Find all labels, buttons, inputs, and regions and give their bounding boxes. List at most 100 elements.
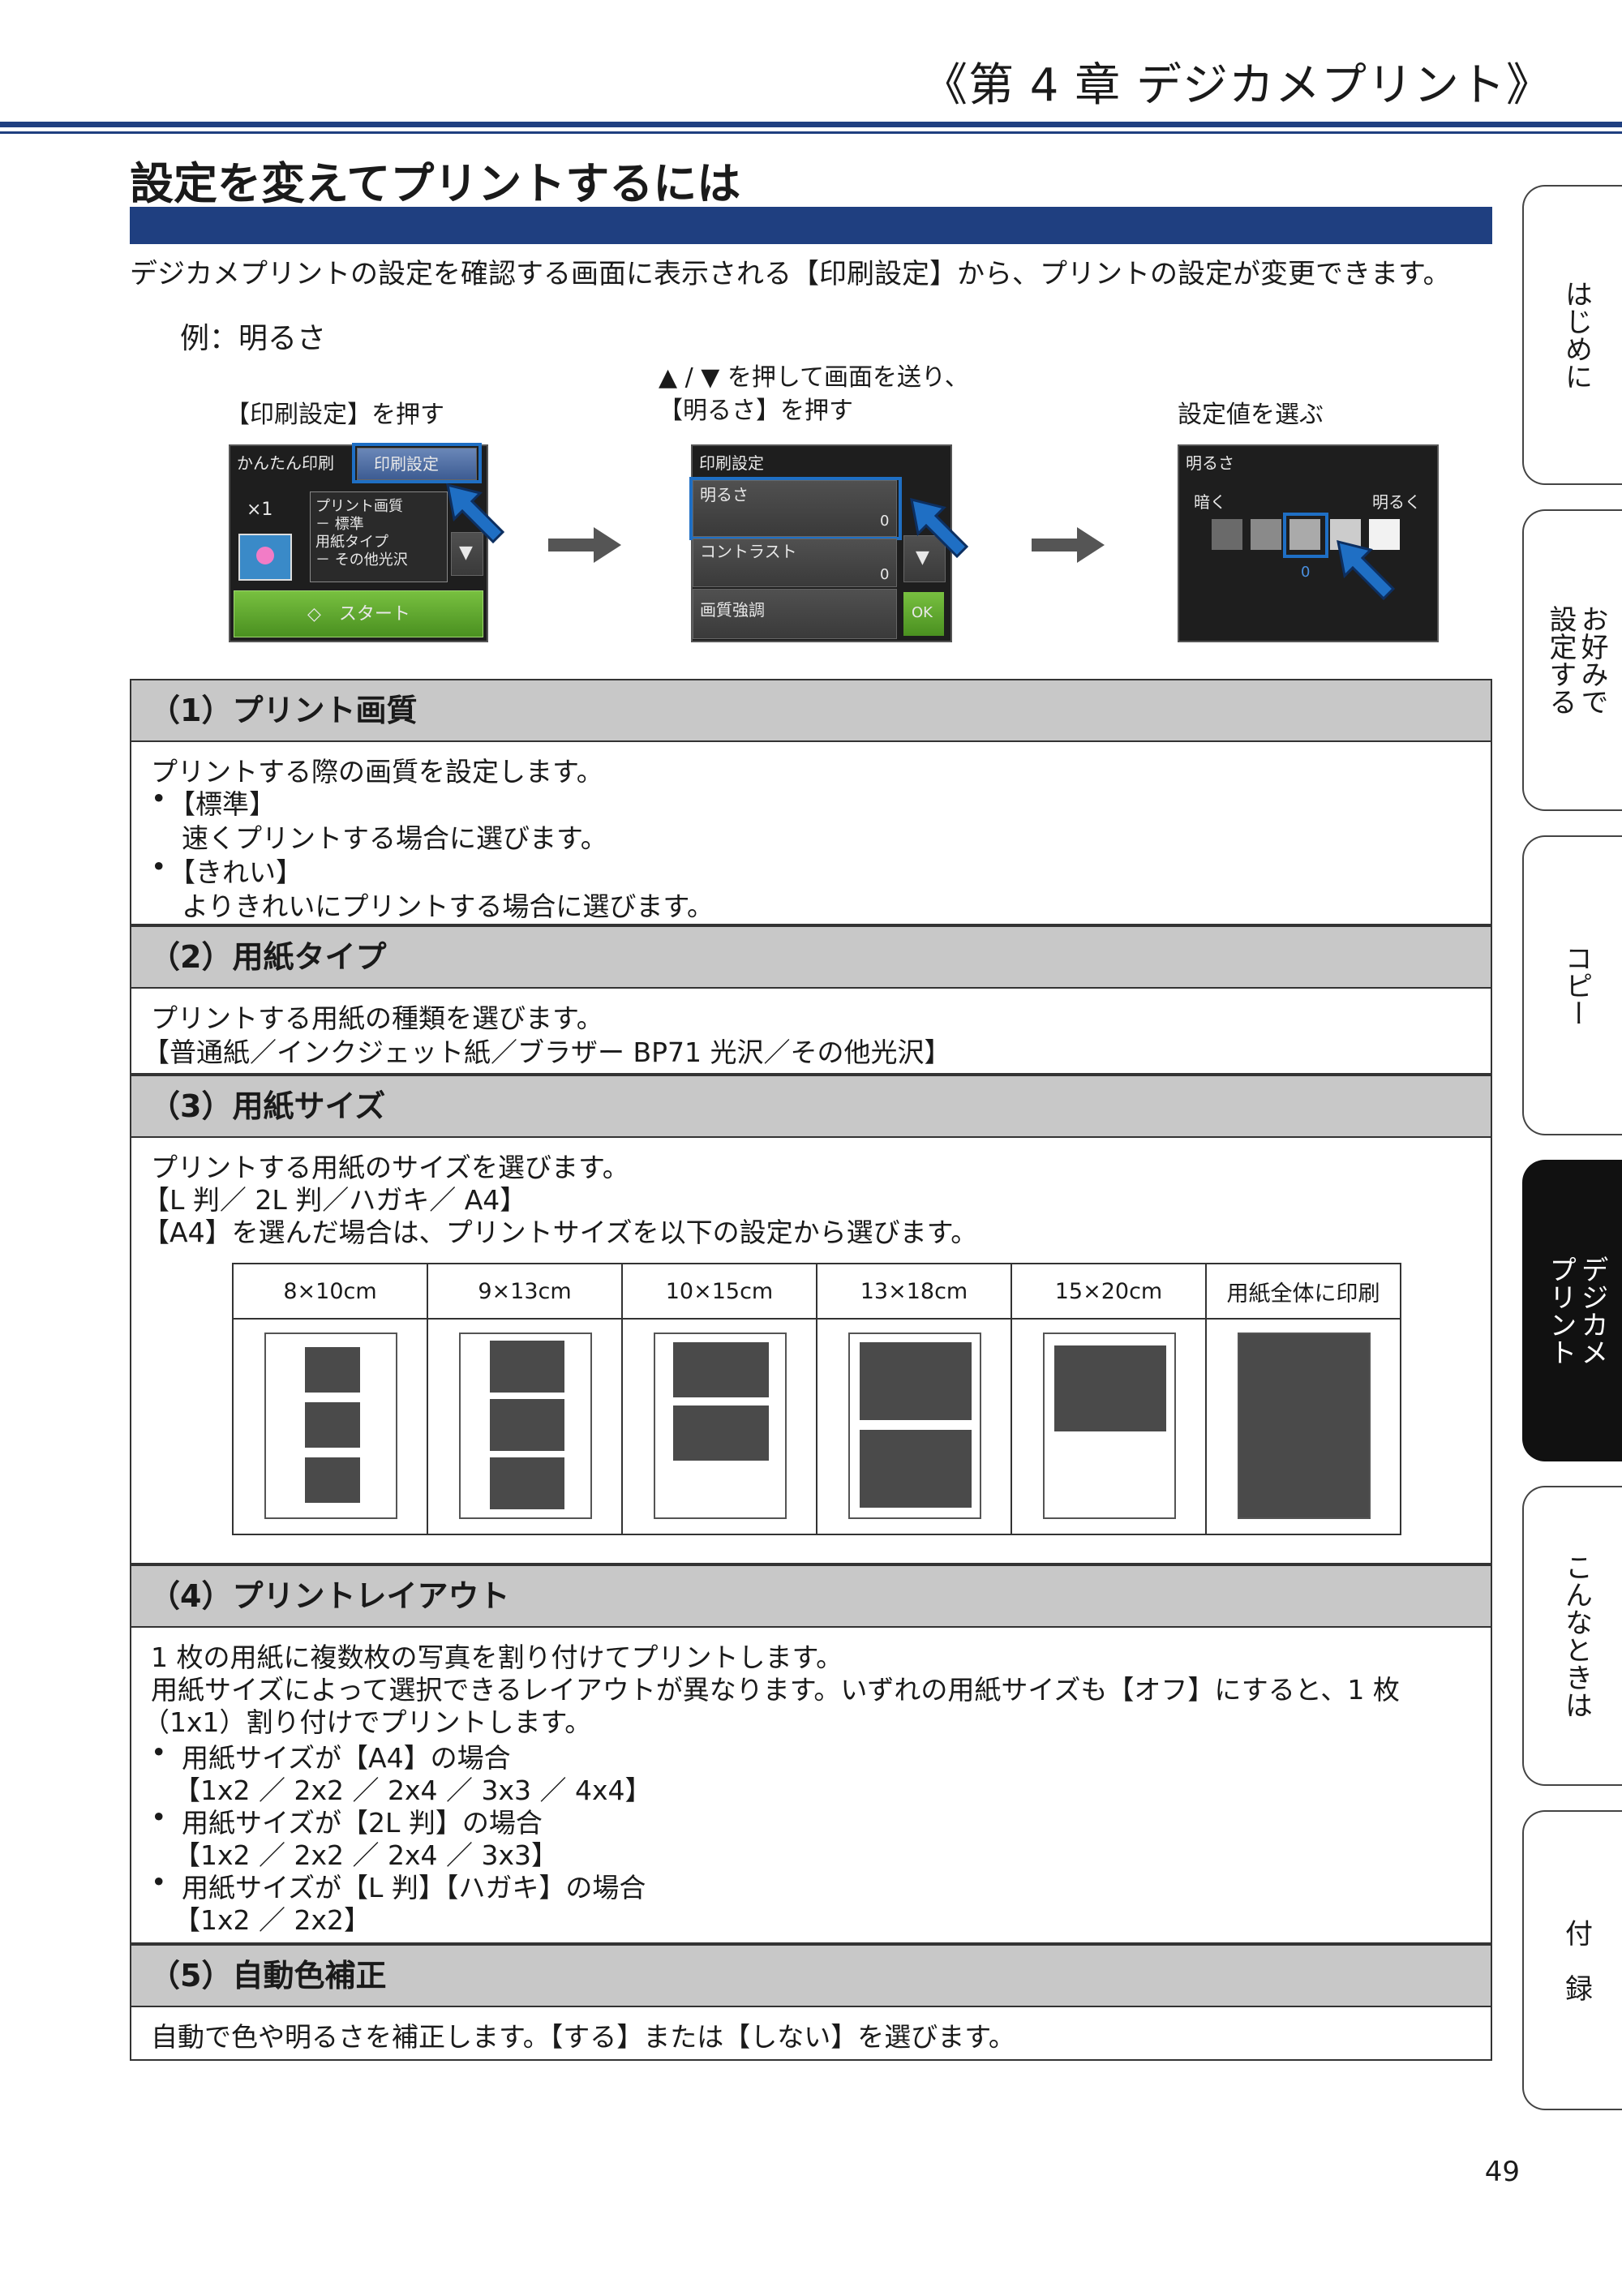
brightness-value: 0 bbox=[880, 513, 890, 530]
print-settings-button[interactable]: 印刷設定 bbox=[357, 448, 477, 480]
option-list: 【1x2 ／ 2x2】 bbox=[174, 1904, 371, 1936]
start-button[interactable]: ◇ スタート bbox=[234, 590, 483, 637]
option-label: 【きれい】 bbox=[169, 856, 303, 888]
layout-cell bbox=[1205, 1318, 1401, 1535]
paper-sheet bbox=[848, 1333, 981, 1519]
option-list: 【L 判／ 2L 判／ハガキ／ A4】 bbox=[143, 1184, 527, 1216]
tab-introduction[interactable]: はじめに bbox=[1522, 185, 1622, 485]
body-text: （1x1）割り付けでプリントします。 bbox=[143, 1706, 592, 1738]
bullet-dot: • bbox=[151, 1736, 167, 1768]
level-box[interactable] bbox=[1212, 519, 1242, 550]
step2-caption-line1: ▲ / ▼ を押して画面を送り、 bbox=[659, 363, 969, 392]
contrast-row[interactable]: コントラスト 0 bbox=[693, 539, 897, 587]
size-header: 9×13cm bbox=[427, 1263, 623, 1320]
section-heading-text: （2）用紙タイプ bbox=[149, 939, 387, 975]
chapter-title: 《第 4 章 デジカメプリント》 bbox=[921, 59, 1552, 112]
option-list: 【1x2 ／ 2x2 ／ 2x4 ／ 3x3 ／ 4x4】 bbox=[174, 1775, 652, 1806]
flow-arrow-icon bbox=[548, 527, 621, 563]
highlight-box bbox=[352, 443, 482, 483]
layout-cell bbox=[1011, 1318, 1207, 1535]
layout-cell bbox=[816, 1318, 1012, 1535]
step2-caption: ▲ / ▼ を押して画面を送り、 【明るさ】を押す bbox=[659, 362, 969, 427]
option-label: 用紙サイズが【2L 判】の場合 bbox=[182, 1807, 543, 1839]
intro-text: デジカメプリントの設定を確認する画面に表示される【印刷設定】から、プリントの設定… bbox=[130, 258, 1451, 290]
print-settings-label: 印刷設定 bbox=[374, 454, 439, 474]
section-heading-text: （1）プリント画質 bbox=[149, 693, 418, 728]
paper-sheet bbox=[654, 1333, 787, 1519]
photo-block bbox=[673, 1342, 769, 1397]
size-header: 10×15cm bbox=[621, 1263, 817, 1320]
body-text: プリントする際の画質を設定します。 bbox=[151, 756, 603, 788]
photo-block bbox=[305, 1347, 360, 1393]
dark-label: 暗く bbox=[1194, 492, 1226, 512]
tab-preferences[interactable]: お好みで 設定する bbox=[1522, 509, 1622, 811]
tab-label: こんなときは bbox=[1560, 1553, 1593, 1719]
section-heading-text: （4）プリントレイアウト bbox=[149, 1578, 510, 1614]
body-text: 用紙サイズによって選択できるレイアウトが異なります。いずれの用紙サイズも【オフ】… bbox=[151, 1674, 1400, 1706]
section-body: プリントする用紙の種類を選びます。 【普通紙／インクジェット紙／ブラザー BP7… bbox=[130, 989, 1492, 1075]
size-header: 13×18cm bbox=[816, 1263, 1012, 1320]
header-rule bbox=[0, 122, 1622, 127]
highlight-box bbox=[689, 477, 902, 540]
photo-block bbox=[490, 1341, 564, 1393]
bullet-dot: • bbox=[151, 851, 167, 882]
scroll-down-button[interactable]: ▼ bbox=[451, 532, 483, 576]
section-heading: （5）自動色補正 bbox=[130, 1944, 1492, 2007]
header-rule-thin bbox=[0, 131, 1622, 134]
photo-block bbox=[673, 1405, 769, 1461]
section-body: プリントする用紙のサイズを選びます。 【L 判／ 2L 判／ハガキ／ A4】 【… bbox=[130, 1138, 1492, 1564]
level-box-selected[interactable] bbox=[1289, 519, 1320, 550]
tab-label: はじめに bbox=[1560, 280, 1593, 390]
tab-label: コピー bbox=[1560, 944, 1593, 1027]
photo-block bbox=[305, 1457, 360, 1503]
ok-button[interactable]: OK bbox=[903, 592, 944, 636]
flower-icon bbox=[256, 547, 274, 564]
step3-caption: 設定値を選ぶ bbox=[1178, 401, 1324, 429]
layout-cell bbox=[232, 1318, 428, 1535]
image-enhance-row[interactable]: 画質強調 bbox=[693, 589, 897, 639]
section-heading-text: （3）用紙サイズ bbox=[149, 1088, 386, 1124]
tab-label: デジカメ プリント bbox=[1544, 1255, 1609, 1366]
image-enhance-label: 画質強調 bbox=[700, 600, 765, 620]
photo-block bbox=[1054, 1345, 1166, 1431]
section-heading-text: （5）自動色補正 bbox=[149, 1958, 387, 1993]
section-heading: （4）プリントレイアウト bbox=[130, 1564, 1492, 1628]
info-line: － 標準 bbox=[315, 516, 364, 533]
paper-sheet bbox=[459, 1333, 592, 1519]
scroll-down-button[interactable]: ▼ bbox=[903, 535, 946, 582]
paper-sheet bbox=[1238, 1333, 1371, 1519]
tab-photo-print[interactable]: デジカメ プリント bbox=[1522, 1160, 1622, 1461]
photo-thumbnail bbox=[238, 534, 292, 581]
title-bar bbox=[130, 207, 1492, 244]
photo-block bbox=[305, 1402, 360, 1448]
photo-block bbox=[860, 1430, 972, 1508]
option-label: 【標準】 bbox=[169, 788, 276, 820]
brightness-row[interactable]: 明るさ 0 bbox=[693, 480, 897, 537]
example-label: 例：明るさ bbox=[180, 322, 327, 355]
bullet-dot: • bbox=[151, 1801, 167, 1833]
page-number: 49 bbox=[1484, 2156, 1520, 2188]
photo-block bbox=[860, 1342, 972, 1420]
tab-appendix[interactable]: 付 録 bbox=[1522, 1810, 1622, 2110]
body-text: 自動で色や明るさを補正します。【する】または【しない】を選びます。 bbox=[151, 2021, 1015, 2053]
level-box[interactable] bbox=[1251, 519, 1281, 550]
contrast-label: コントラスト bbox=[700, 542, 797, 561]
level-box[interactable] bbox=[1369, 519, 1400, 550]
contrast-value: 0 bbox=[880, 566, 890, 583]
section-heading: （2）用紙タイプ bbox=[130, 925, 1492, 989]
paper-sheet bbox=[1043, 1333, 1176, 1519]
lcd-screen-2: 印刷設定 明るさ 0 コントラスト 0 画質強調 ▼ OK bbox=[689, 444, 952, 642]
tab-copy[interactable]: コピー bbox=[1522, 835, 1622, 1135]
section-heading: （3）用紙サイズ bbox=[130, 1075, 1492, 1138]
info-line: 用紙タイプ bbox=[315, 534, 388, 551]
bullet-dot: • bbox=[151, 1866, 167, 1898]
section-body: 自動で色や明るさを補正します。【する】または【しない】を選びます。 bbox=[130, 2007, 1492, 2061]
size-header: 15×20cm bbox=[1011, 1263, 1207, 1320]
body-text: 1 枚の用紙に複数枚の写真を割り付けてプリントします。 bbox=[151, 1642, 843, 1673]
body-text: プリントする用紙の種類を選びます。 bbox=[151, 1002, 603, 1034]
section-heading: （1）プリント画質 bbox=[130, 679, 1492, 742]
body-text: 【A4】を選んだ場合は、プリントサイズを以下の設定から選びます。 bbox=[143, 1217, 978, 1248]
down-arrow-icon: ▼ bbox=[916, 547, 929, 568]
tab-troubleshooting[interactable]: こんなときは bbox=[1522, 1486, 1622, 1786]
pointer-arrow-icon bbox=[446, 483, 505, 544]
